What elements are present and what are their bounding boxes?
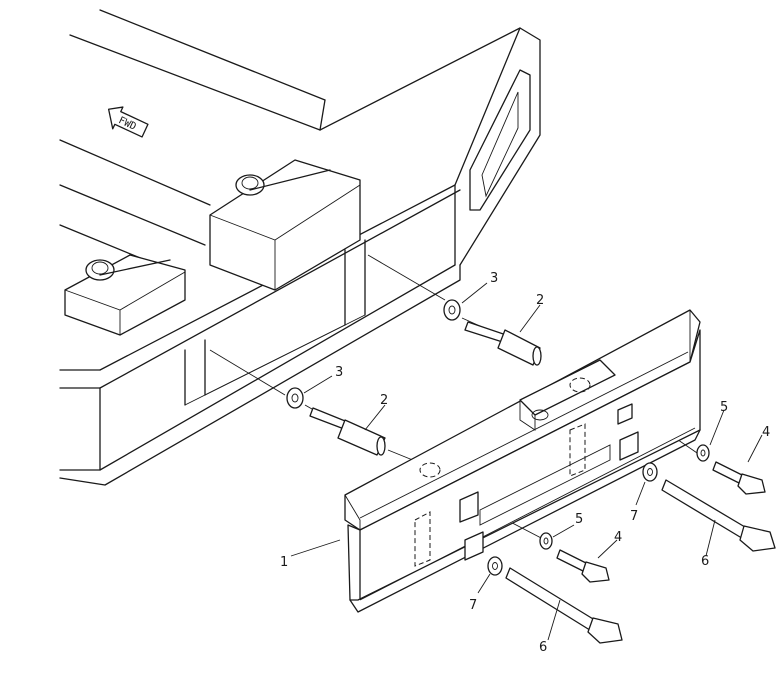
washer-part-7-right	[642, 462, 658, 482]
callout-labels: 1 2 2 3 3 4 4 5 5 6 6 7 7	[280, 271, 770, 655]
forward-arrow-icon: FWD	[107, 106, 149, 138]
callout-3b: 3	[335, 365, 343, 380]
callout-2b: 2	[380, 393, 388, 408]
bolt-part-6-left	[505, 567, 623, 644]
pin-part-2-upper	[464, 321, 542, 366]
washer-part-7-left	[487, 556, 503, 576]
bolt-part-6-right	[661, 479, 776, 552]
washer-part-3-lower	[286, 387, 304, 409]
callout-7a: 7	[630, 509, 638, 524]
leader-lines	[290, 282, 763, 641]
pin-part-2-lower	[309, 407, 386, 456]
washer-part-5-right	[696, 444, 710, 462]
callout-4a: 4	[762, 425, 770, 440]
counterweight-part-1	[344, 309, 701, 613]
callout-1: 1	[280, 555, 288, 570]
callout-3a: 3	[490, 271, 498, 286]
callout-7b: 7	[469, 598, 477, 613]
callout-2a: 2	[536, 293, 544, 308]
callout-5b: 5	[575, 512, 583, 527]
callout-4b: 4	[614, 530, 622, 545]
bolt-part-4-right	[712, 461, 766, 495]
bolt-part-4-left	[556, 549, 610, 583]
callout-6b: 6	[539, 640, 547, 655]
machine-frame	[59, 9, 541, 486]
washer-part-5-left	[539, 532, 553, 550]
callout-5a: 5	[720, 400, 728, 415]
callout-6a: 6	[701, 554, 709, 569]
washer-part-3-upper	[443, 299, 461, 321]
